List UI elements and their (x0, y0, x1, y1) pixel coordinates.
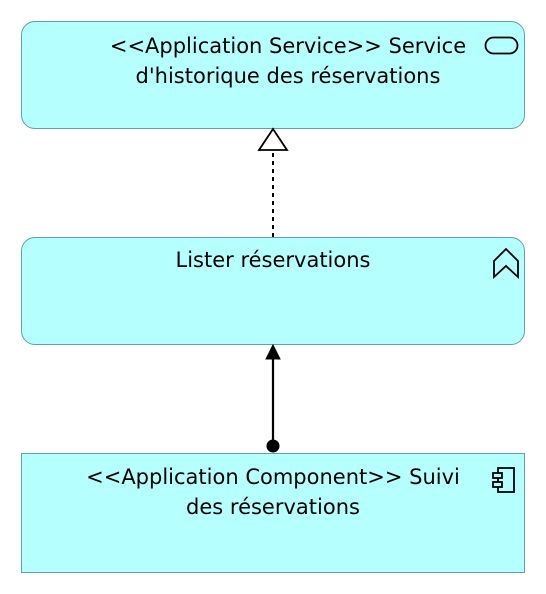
realization-relation[interactable] (257, 127, 289, 237)
application-service-label: <<Application Service>> Service d'histor… (109, 34, 467, 88)
application-component-label: <<Application Component>> Suivi des rése… (86, 465, 460, 519)
application-component-node[interactable]: <<Application Component>> Suivi des rése… (21, 453, 525, 573)
application-service-node[interactable]: <<Application Service>> Service d'histor… (21, 21, 525, 129)
application-function-node[interactable]: Lister réservations (21, 237, 525, 345)
function-chevron-icon (493, 247, 519, 280)
component-icon (492, 467, 515, 493)
assignment-relation[interactable] (265, 343, 281, 453)
application-function-label: Lister réservations (175, 248, 371, 272)
service-rounded-rect-icon (484, 36, 519, 55)
